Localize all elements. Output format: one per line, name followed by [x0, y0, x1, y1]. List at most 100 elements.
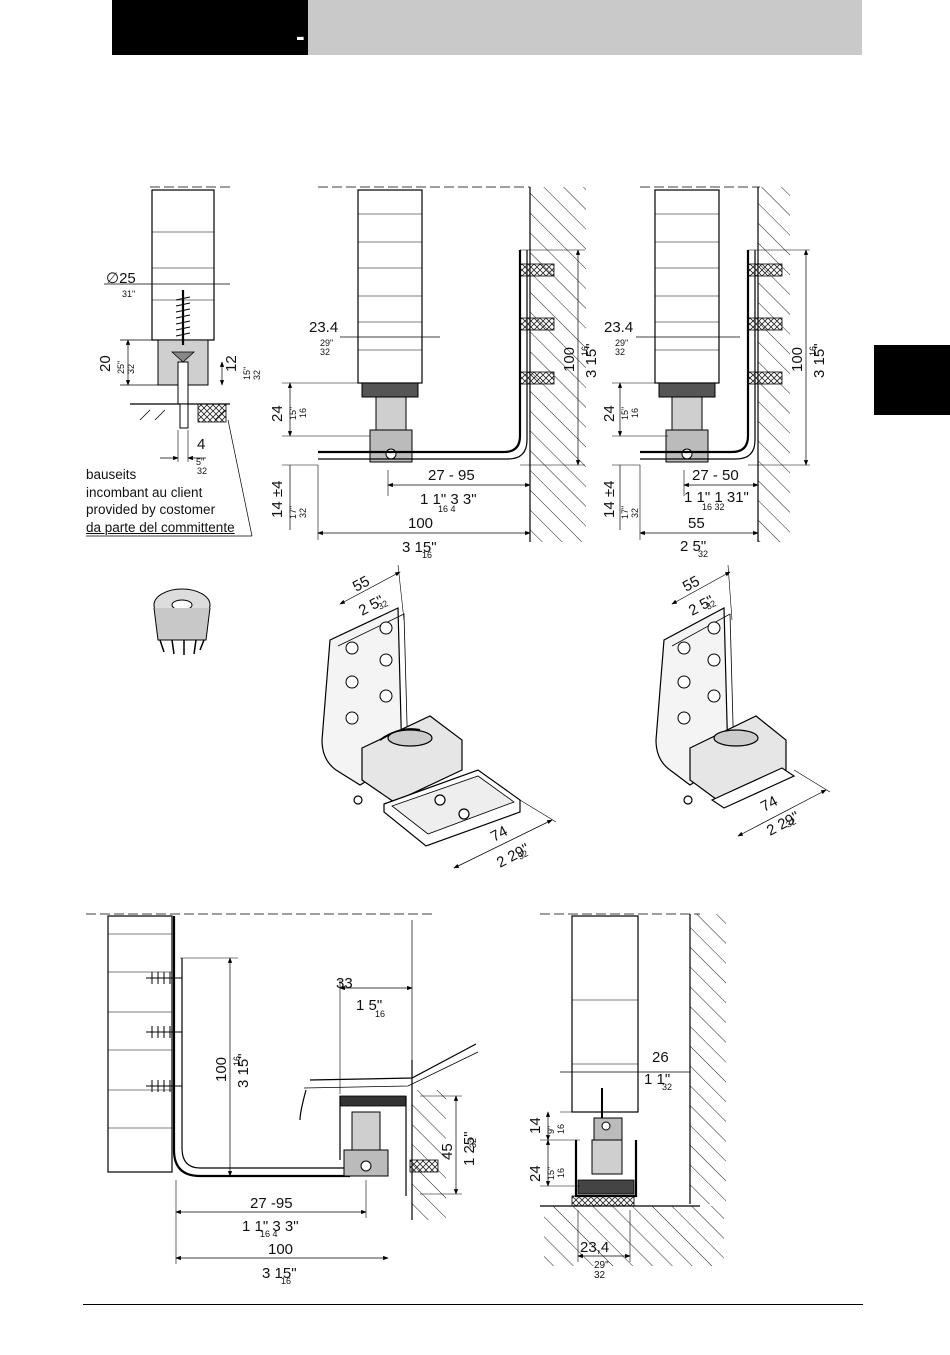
dim-100-vertical-inch-den: 16 [580, 346, 590, 356]
dim-4-inch-den: 32 [197, 466, 207, 476]
iso-dim-55-b: 55 [680, 573, 703, 596]
dim-14-b-inch-den: 32 [630, 508, 640, 518]
dim-100-vertical: 100 [561, 347, 578, 372]
dim-24: 24 [269, 405, 286, 422]
dim-23-4: 23.4 [309, 319, 338, 336]
bracket-iso-large [321, 564, 557, 869]
dim-12-inch-den: 32 [252, 370, 262, 380]
chapter-tab [874, 345, 950, 415]
dim-diameter-inch: 31" [122, 289, 135, 299]
dim-range-27-50: 27 - 50 [692, 467, 739, 484]
dim-23-4-b: 23.4 [604, 319, 633, 336]
dim-24-inch: 15" [288, 407, 298, 420]
foot-insert-illustration [153, 588, 211, 655]
dim-14-inch-den: 32 [298, 508, 308, 518]
dim-12-inch: 15" [242, 367, 252, 380]
note-line-it: da parte del committente [86, 519, 235, 535]
dim-range-b-inch: 1 1" 1 31" [684, 489, 749, 506]
iso-dim-74: 74 [488, 823, 511, 846]
dim-26: 26 [652, 1049, 669, 1066]
dim-33-inch: 1 5" [356, 997, 382, 1014]
dim-100-wall-vertical-inch-den: 16 [232, 1056, 242, 1066]
dim-55: 55 [688, 515, 705, 532]
dim-100-vertical-inch: 3 15" [583, 343, 600, 378]
dim-range-wall: 27 -95 [250, 1195, 293, 1212]
dim-range-inch-den: 16 4 [438, 504, 456, 514]
dim-14-floor-inch: 9" [546, 1126, 556, 1134]
dim-14-b-tolerance: 14 ±4 [601, 481, 618, 518]
note-line-de: bauseits [86, 467, 137, 482]
dim-14-b-inch: 17" [620, 506, 630, 519]
dim-45-inch-den: 32 [468, 1138, 478, 1148]
footer-rule [83, 1304, 863, 1305]
dim-23-4-floor-inch-den: 32 [594, 1270, 606, 1281]
dim-100-b-vertical: 100 [789, 347, 806, 372]
note-line-fr: incombant au client [86, 484, 203, 500]
bracket-iso-small [655, 564, 831, 837]
dim-20: 20 [97, 355, 114, 372]
dim-4: 4 [197, 436, 205, 453]
dim-23-4-b-inch-den: 32 [615, 347, 625, 357]
dim-23-4-b-inch: 29" [615, 338, 628, 348]
dim-55-inch-den: 32 [698, 549, 708, 559]
iso-dim-74-b-inch-den: 32 [784, 816, 798, 830]
dim-14-tolerance: 14 ±4 [269, 481, 286, 518]
dim-100-wall-horizontal: 100 [268, 1241, 293, 1258]
dim-100-b-vertical-inch: 3 15" [811, 343, 828, 378]
customer-supplied-note: bauseits incombant au client provided by… [86, 466, 235, 536]
dim-24-inch-den: 16 [298, 408, 308, 418]
dim-26-inch: 1 1" [644, 1071, 670, 1088]
dim-100-horizontal: 100 [408, 515, 433, 532]
dim-100-wall-vertical: 100 [213, 1057, 230, 1082]
dim-45-inch: 1 25" [461, 1131, 478, 1166]
dim-range-wall-inch: 1 1" 3 3" [242, 1218, 299, 1235]
header-black-bar [112, 0, 308, 55]
header-gray-bar [308, 0, 862, 55]
dim-14-floor-inch-den: 16 [556, 1124, 566, 1134]
dim-24-b-inch-den: 16 [630, 408, 640, 418]
dim-23-4-floor: 23,4 [580, 1239, 609, 1256]
iso-dim-74-b: 74 [758, 793, 781, 816]
dim-14-floor: 14 [527, 1117, 544, 1134]
dim-diameter: ∅25 [106, 270, 136, 287]
dim-24-floor: 24 [527, 1165, 544, 1182]
floor-mount-section [540, 913, 726, 1266]
dim-100-horizontal-inch-den: 16 [422, 550, 432, 560]
dim-24-floor-inch: 15" [546, 1167, 556, 1180]
dim-33: 33 [336, 975, 353, 992]
dim-100-wall-horizontal-inch-den: 16 [281, 1276, 291, 1286]
foot-detail-drawing [86, 186, 253, 537]
dim-100-horizontal-inch: 3 15" [402, 539, 437, 556]
dim-24-b-inch: 15" [620, 407, 630, 420]
dim-100-b-vertical-inch-den: 16 [808, 346, 818, 356]
iso-dim-55-b-inch-den: 32 [704, 598, 718, 612]
section-view-small [612, 186, 810, 542]
dim-33-inch-den: 16 [375, 1009, 385, 1019]
iso-dim-74-inch-den: 32 [516, 848, 530, 862]
section-view-large [282, 186, 586, 542]
dim-100-wall-horizontal-inch: 3 15" [262, 1265, 297, 1282]
dim-20-inch: 25" [116, 361, 126, 374]
dim-range-wall-inch-den: 16 4 [260, 1229, 278, 1239]
dim-45: 45 [439, 1143, 456, 1160]
iso-dim-55-inch-den: 32 [376, 598, 390, 612]
dim-4-inch: 5" [196, 457, 204, 467]
dim-range-27-95: 27 - 95 [428, 467, 475, 484]
iso-dim-55: 55 [350, 573, 373, 596]
dim-23-4-inch-den: 32 [320, 347, 330, 357]
dim-12: 12 [223, 355, 240, 372]
dim-range-b-inch-den: 16 32 [702, 502, 725, 512]
dim-range-inch: 1 1" 3 3" [420, 491, 477, 508]
dim-23-4-inch: 29" [320, 338, 333, 348]
wall-mount-section [86, 913, 479, 1264]
dim-55-inch: 2 5" [680, 538, 706, 555]
note-line-en: provided by costomer [86, 502, 216, 517]
dim-24-b: 24 [601, 405, 618, 422]
dim-23-4-floor-inch: 29" [594, 1260, 609, 1271]
dim-14-inch: 17" [288, 506, 298, 519]
dim-100-wall-vertical-inch: 3 15" [235, 1053, 252, 1088]
dim-20-inch-den: 32 [126, 364, 136, 374]
header-section-mark: - [296, 21, 305, 51]
dim-26-inch-den: 32 [662, 1082, 672, 1092]
